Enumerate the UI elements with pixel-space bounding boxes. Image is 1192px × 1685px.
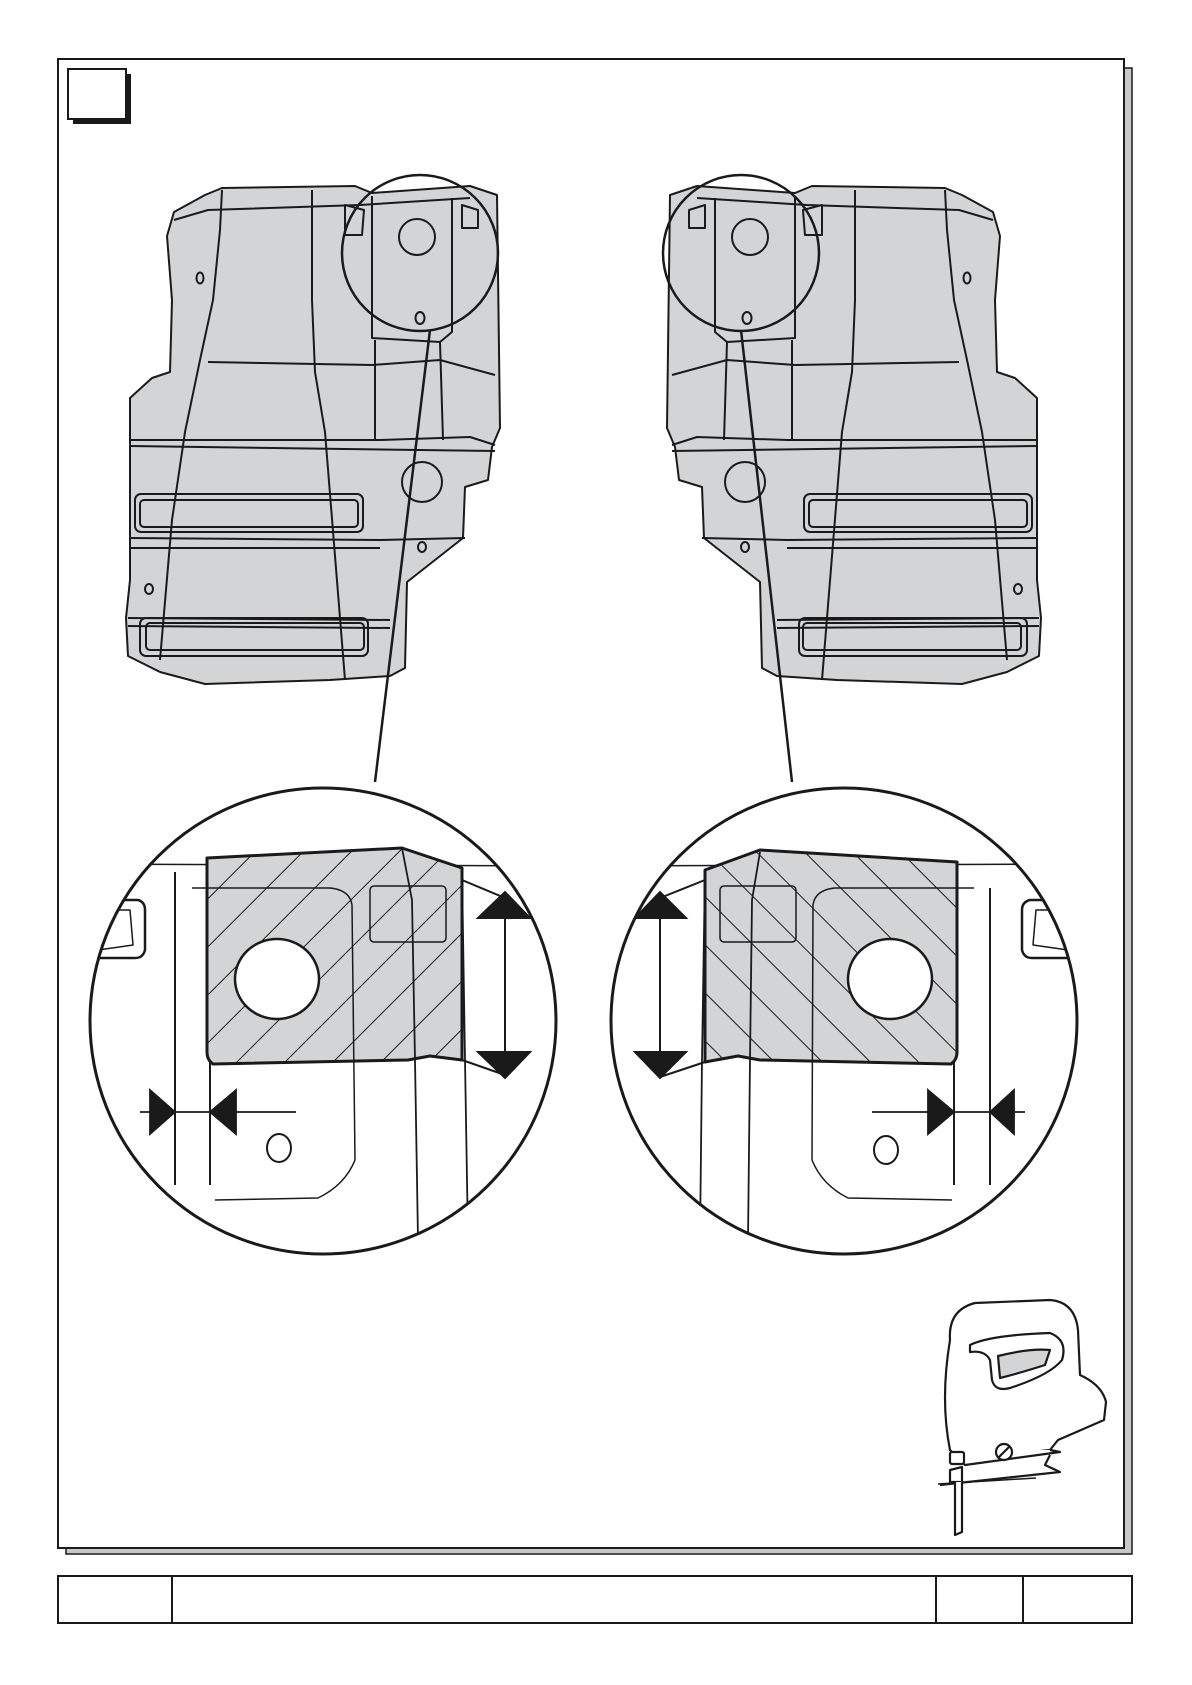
step-number-box bbox=[68, 69, 131, 124]
footer-cell-4 bbox=[1022, 1575, 1133, 1624]
footer-cell-1 bbox=[57, 1575, 173, 1624]
footer-cell-2 bbox=[171, 1575, 937, 1624]
footer-cell-3 bbox=[935, 1575, 1024, 1624]
